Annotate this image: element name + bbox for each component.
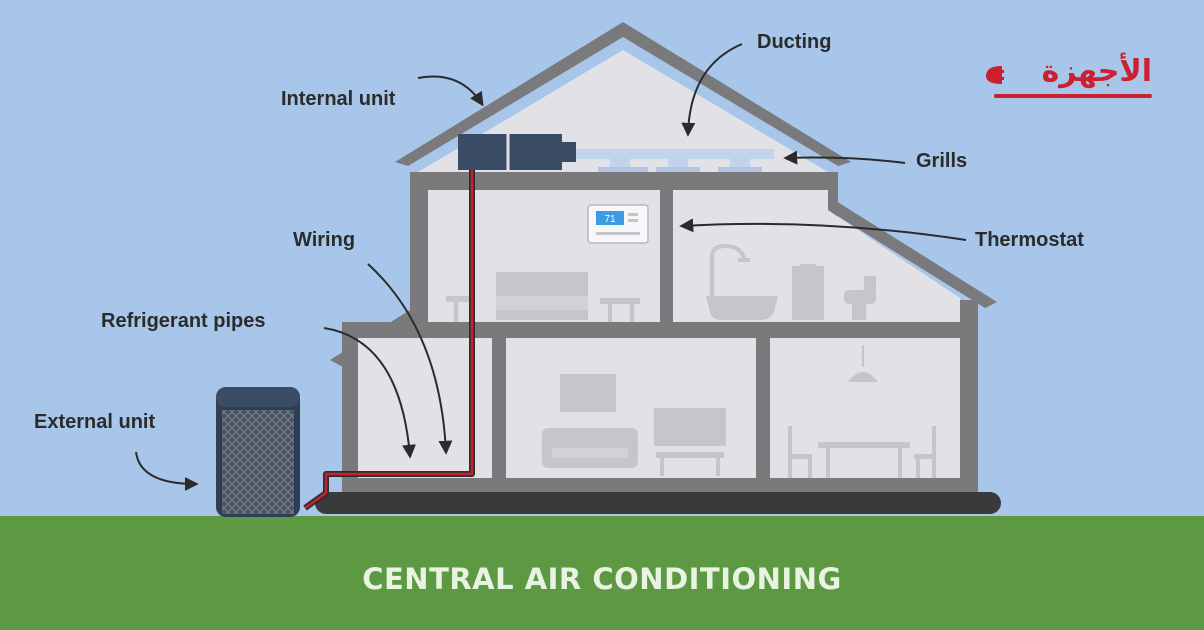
grills-label: Grills bbox=[916, 150, 968, 172]
thermostat-arrow bbox=[679, 218, 967, 241]
living-room-furniture bbox=[542, 374, 726, 476]
house bbox=[315, 22, 1001, 514]
internal-unit-arrow bbox=[417, 75, 484, 107]
bathroom-furniture bbox=[706, 243, 876, 320]
thermostat-display: 71 bbox=[604, 214, 616, 225]
grass bbox=[0, 516, 1204, 630]
ducting-arrow bbox=[681, 43, 743, 137]
internal-unit bbox=[458, 134, 576, 170]
ducting-label: Ducting bbox=[757, 31, 832, 53]
external-unit-label: External unit bbox=[34, 411, 156, 433]
diagram-title: CENTRAL AIR CONDITIONING bbox=[362, 562, 842, 596]
external-unit bbox=[216, 387, 300, 517]
thermostat: 71 bbox=[587, 204, 649, 244]
wiring-arrow bbox=[367, 263, 453, 455]
callout-arrows bbox=[135, 43, 967, 491]
wiring-label: Wiring bbox=[293, 229, 356, 251]
bedroom-furniture bbox=[446, 272, 640, 322]
refrigerant-pipes-label: Refrigerant pipes bbox=[101, 310, 266, 332]
logo-underline bbox=[994, 94, 1152, 98]
right-roof bbox=[828, 196, 997, 308]
ducting bbox=[576, 149, 774, 172]
thermostat-label: Thermostat bbox=[975, 229, 1084, 251]
foundation bbox=[315, 492, 1001, 514]
plug-icon bbox=[986, 66, 1004, 84]
external-unit-arrow bbox=[135, 451, 199, 491]
logo-text: الأجهزة bbox=[1041, 54, 1152, 89]
dining-room-furniture bbox=[788, 345, 936, 478]
grills-arrow bbox=[783, 150, 906, 165]
brand-logo: الأجهزة bbox=[972, 52, 1162, 102]
refrigerant-pipes bbox=[303, 170, 475, 511]
refrigerant-pipes-arrow bbox=[323, 327, 417, 459]
internal-unit-label: Internal unit bbox=[281, 88, 396, 110]
